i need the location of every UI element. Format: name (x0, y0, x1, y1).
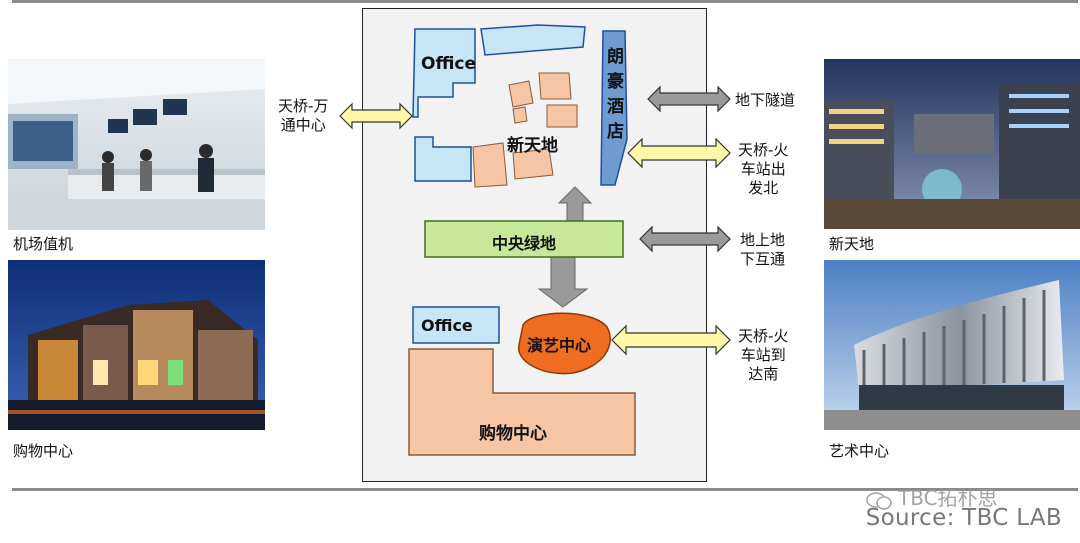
central-green-block (424, 220, 624, 258)
arts-center-block (518, 312, 611, 375)
wechat-icon (866, 491, 892, 510)
airport-checkin-photo (8, 59, 265, 230)
top-rule (12, 0, 1078, 3)
source-text: Source: TBC LAB (865, 505, 1062, 531)
airport-caption: 机场值机 (13, 235, 74, 253)
office-bottom-block (412, 306, 500, 344)
north-bridge-label: 天桥-火 车站出 发北 (738, 141, 789, 197)
office-lower-block (414, 136, 472, 182)
office-top-block (412, 28, 476, 118)
office-bottom-label: Office (421, 316, 473, 335)
gray-arrow-down (537, 256, 589, 308)
retail-piece (512, 106, 528, 124)
xintiandi-photo (824, 59, 1080, 229)
arts-center-label: 演艺中心 (527, 336, 592, 355)
bottom-rule (12, 488, 1078, 491)
art-center-photo (824, 260, 1080, 430)
watermark: TBC拓朴思 (866, 482, 998, 511)
hotel-block (600, 30, 628, 186)
shopping-mall-caption: 购物中心 (13, 442, 74, 460)
retail-piece (512, 148, 554, 180)
gray-arrow-up (557, 186, 593, 222)
retail-piece (508, 80, 534, 108)
xintiandi-caption: 新天地 (829, 235, 875, 253)
xintiandi-label: 新天地 (507, 136, 558, 156)
shopping-block (408, 348, 636, 456)
central-green-label: 中央绿地 (491, 234, 556, 253)
art-center-caption: 艺术中心 (829, 442, 890, 460)
retail-piece (472, 142, 508, 188)
watermark-text: TBC拓朴思 (898, 486, 998, 510)
south-bridge-label: 天桥-火 车站到 达南 (738, 327, 789, 383)
tunnel-label: 地下隧道 (735, 91, 796, 109)
office-top-label: Office (421, 54, 477, 74)
hotel-label: 朗 豪 酒 店 (607, 47, 624, 142)
retail-piece (546, 104, 578, 128)
site-map: Office 新天地 朗 豪 酒 店 中央绿地 Office 演艺中心 购物中心 (362, 8, 707, 482)
ground-label: 地上地 下互通 (740, 231, 786, 268)
shopping-label: 购物中心 (479, 424, 547, 444)
left-bridge-label: 天桥-万 通中心 (278, 97, 329, 134)
office-strip-block (480, 24, 586, 56)
shopping-mall-photo (8, 260, 265, 430)
retail-piece (538, 72, 572, 100)
